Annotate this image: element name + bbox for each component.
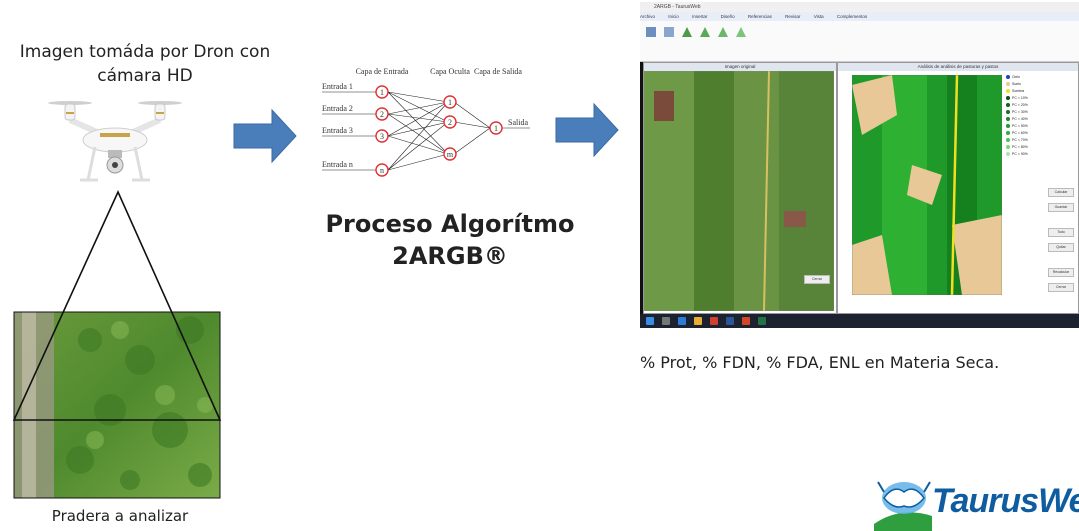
powerpoint-icon[interactable] <box>742 317 750 325</box>
legend-swatch <box>1006 110 1010 115</box>
recalcular-button[interactable]: Recalcular <box>1048 268 1074 277</box>
legend-swatch <box>1006 131 1010 136</box>
menu-item[interactable]: Referencias <box>747 14 772 19</box>
legend-label: PC < 60% <box>1012 131 1028 135</box>
original-image-pane: Imagen original Cerrar <box>643 62 837 314</box>
cerrar-button[interactable]: Cerrar <box>1048 283 1074 292</box>
input-label-n: Entrada n <box>322 160 353 169</box>
input-node-1: 1 <box>380 88 384 97</box>
legend-label: Suelo <box>1012 82 1021 86</box>
legend-label: PC < 20% <box>1012 103 1028 107</box>
neural-network-diagram: 1 2 3 n 1 2 m 1 Entrada 1 Entrada 2 Entr… <box>322 67 530 177</box>
hidden-node-2: 2 <box>448 118 452 127</box>
legend-swatch <box>1006 103 1010 108</box>
input-layer-label: Capa de Entrada <box>356 67 409 76</box>
app-title: 2ARGB - TaurusWeb <box>640 2 1079 12</box>
legend-swatch <box>1006 145 1010 150</box>
legend-label: PC < 70% <box>1012 138 1028 142</box>
menu-item[interactable]: Revisar <box>785 14 801 19</box>
legend-swatch <box>1006 96 1010 101</box>
input-node-3: 3 <box>380 132 384 141</box>
ribbon-button[interactable] <box>716 25 730 55</box>
word-icon[interactable] <box>726 317 734 325</box>
app-menubar: Archivo Inicio Insertar Diseño Referenci… <box>640 12 1079 21</box>
edge-icon[interactable] <box>678 317 686 325</box>
legend-swatch <box>1006 138 1010 143</box>
ribbon-button[interactable] <box>734 25 748 55</box>
result-caption: % Prot, % FDN, % FDA, ENL en Materia Sec… <box>640 353 1000 372</box>
original-image-title: Imagen original <box>644 63 836 71</box>
quitar-button[interactable]: Quitar <box>1048 243 1074 252</box>
legend-swatch <box>1006 124 1010 129</box>
ribbon-button[interactable] <box>698 25 712 55</box>
arrow-to-process <box>233 108 297 164</box>
legend-swatch <box>1006 152 1010 157</box>
aerial-image <box>644 71 834 311</box>
legend-label: PC < 50% <box>1012 124 1028 128</box>
process-title-line2: 2ARGB® <box>392 242 508 270</box>
process-title-line1: Proceso Algorítmo <box>325 210 575 238</box>
input-node-2: 2 <box>380 110 384 119</box>
app-ribbon <box>640 21 1079 62</box>
taskbar <box>640 314 1079 328</box>
menu-item[interactable]: Diseño <box>720 14 735 19</box>
output-layer-label: Capa de Salida <box>474 67 522 76</box>
menu-item[interactable]: Insertar <box>692 14 708 19</box>
app-icon[interactable] <box>710 317 718 325</box>
legend-label: PC < 40% <box>1012 117 1028 121</box>
legend-label: Sombra <box>1012 89 1025 93</box>
process-title: Proceso Algorítmo 2ARGB® <box>300 208 600 272</box>
input-node-n: n <box>380 166 384 175</box>
legend-label: PC < 10% <box>1012 96 1028 100</box>
ribbon-button[interactable] <box>662 25 676 55</box>
fov-triangle <box>12 190 222 499</box>
analysis-map <box>852 75 1002 295</box>
menu-item[interactable]: Archivo <box>640 14 656 19</box>
menu-item[interactable]: Complementos <box>836 14 868 19</box>
folder-icon[interactable] <box>694 317 702 325</box>
analysis-title: Análisis de análisis de pasturas y pasto… <box>838 63 1078 71</box>
hidden-node-1: 1 <box>448 98 452 107</box>
menu-item[interactable]: Vista <box>813 14 824 19</box>
legend-label: Cielo <box>1012 75 1020 79</box>
legend-label: PC < 80% <box>1012 145 1028 149</box>
drone-caption-line2: cámara HD <box>97 66 193 86</box>
legend-label: PC < 30% <box>1012 110 1028 114</box>
software-screenshot: 2ARGB - TaurusWeb Archivo Inicio Inserta… <box>640 2 1079 328</box>
hidden-layer-label: Capa Oculta <box>430 67 470 76</box>
todo-button[interactable]: Todo <box>1048 228 1074 237</box>
start-icon[interactable] <box>646 317 654 325</box>
tauruswe-logo: TaurusWe <box>870 470 1079 531</box>
search-icon[interactable] <box>662 317 670 325</box>
drone-caption: Imagen tomáda por Dron con cámara HD <box>10 40 280 88</box>
input-label-3: Entrada 3 <box>322 126 353 135</box>
output-label: Salida <box>508 118 528 127</box>
ribbon-button[interactable] <box>644 25 658 55</box>
input-label-1: Entrada 1 <box>322 82 353 91</box>
drone-image <box>48 101 182 182</box>
logo-text: TaurusWe <box>932 482 1079 520</box>
output-node-1: 1 <box>494 124 498 133</box>
calcular-button[interactable]: Calcular <box>1048 188 1074 197</box>
legend-label: PC < 90% <box>1012 152 1028 156</box>
close-button[interactable]: Cerrar <box>804 275 830 284</box>
input-label-2: Entrada 2 <box>322 104 353 113</box>
drone-caption-line1: Imagen tomáda por Dron con <box>19 42 271 62</box>
hidden-node-m: m <box>447 150 454 159</box>
legend-swatch <box>1006 75 1010 80</box>
bull-logo-icon <box>874 481 932 531</box>
pradera-caption: Pradera a analizar <box>51 507 189 525</box>
ribbon-button[interactable] <box>680 25 694 55</box>
analysis-pane: Análisis de análisis de pasturas y pasto… <box>837 62 1079 314</box>
legend-swatch <box>1006 82 1010 87</box>
legend-swatch <box>1006 89 1010 94</box>
arrow-to-result <box>555 102 619 158</box>
excel-icon[interactable] <box>758 317 766 325</box>
menu-item[interactable]: Inicio <box>668 14 679 19</box>
guardar-button[interactable]: Guardar <box>1048 203 1074 212</box>
legend-swatch <box>1006 117 1010 122</box>
